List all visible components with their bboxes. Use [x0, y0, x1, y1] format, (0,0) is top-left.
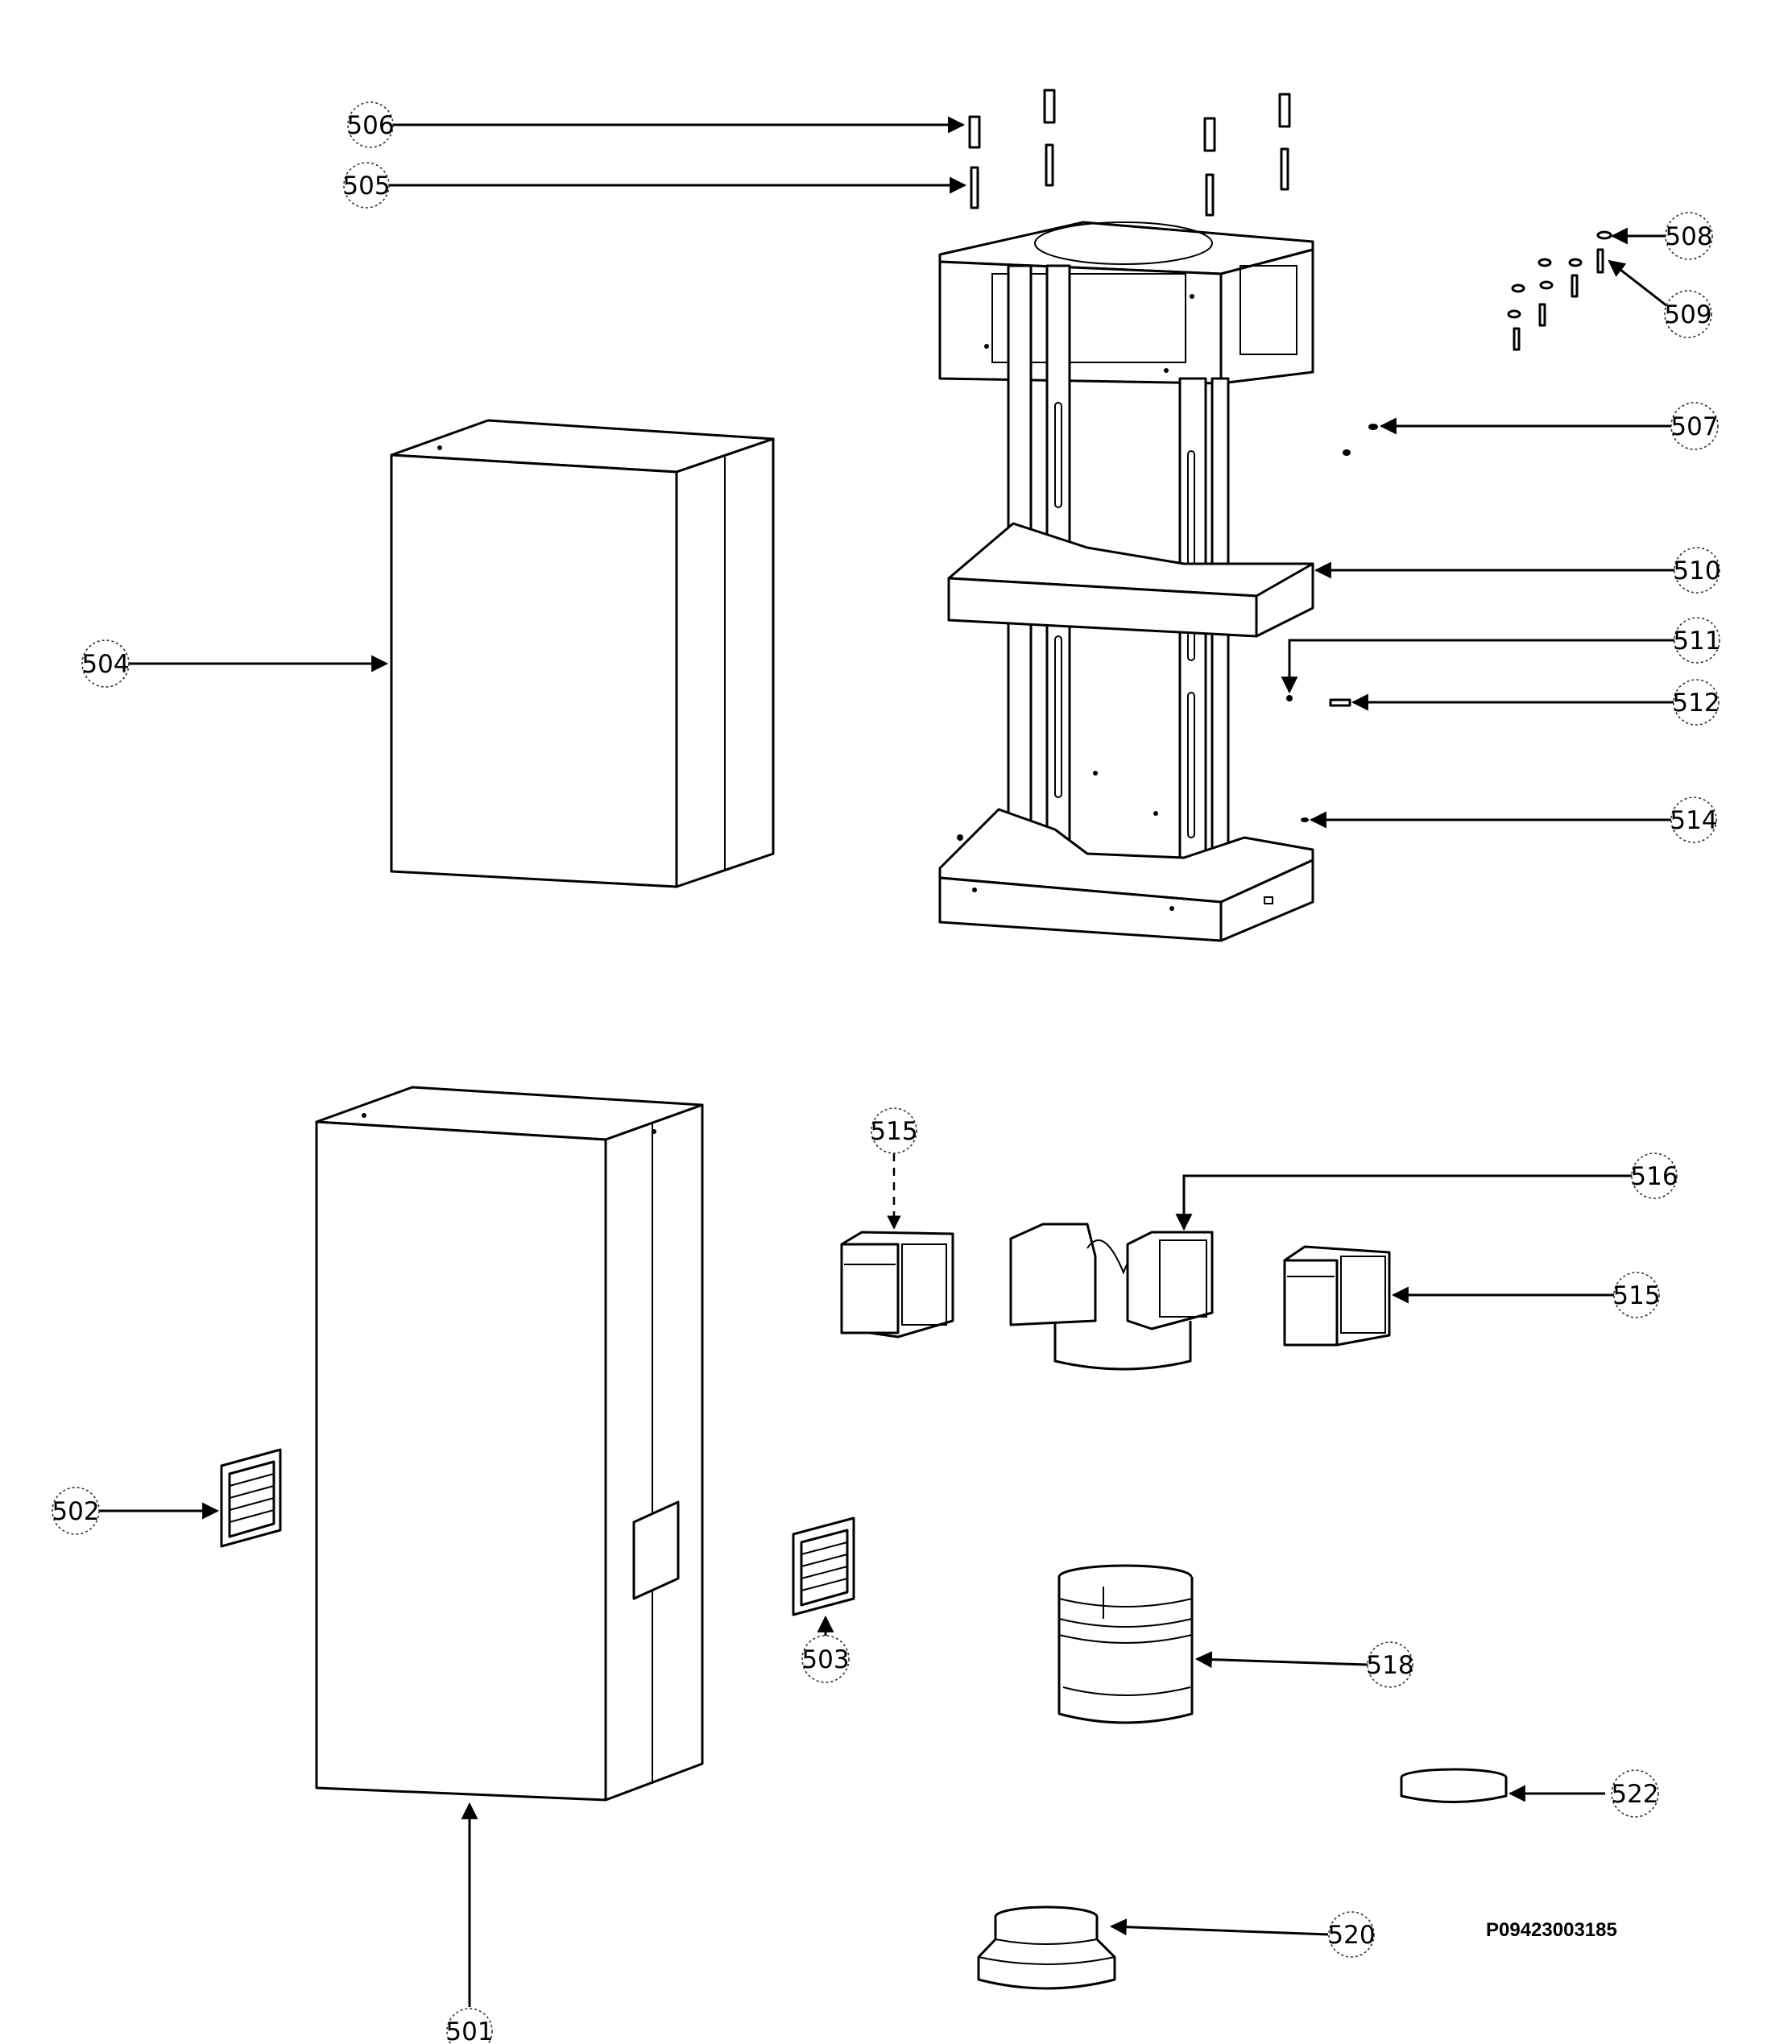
- upper-chimney-cover-504: [390, 419, 775, 888]
- leader-lines: [98, 116, 1676, 2007]
- callout-522: 522: [1611, 1769, 1659, 1818]
- callout-508: 508: [1665, 212, 1713, 260]
- callout-label-501: 501: [445, 2017, 493, 2044]
- callout-label-522: 522: [1611, 1780, 1658, 1809]
- callout-507: 507: [1670, 402, 1719, 450]
- screws-washers-508-509: [1507, 230, 1612, 351]
- callout-label-515-left: 515: [870, 1117, 917, 1146]
- document-id: P09423003185: [1486, 1919, 1617, 1941]
- callout-506: 506: [346, 101, 395, 148]
- callout-label-511: 511: [1673, 627, 1720, 656]
- loose-parts: [1286, 424, 1378, 822]
- callout-515-left: 515: [870, 1107, 918, 1154]
- callout-label-503: 503: [801, 1645, 849, 1674]
- callout-label-510: 510: [1673, 557, 1720, 585]
- round-duct-518: [1057, 1564, 1194, 1724]
- callout-label-508: 508: [1665, 222, 1712, 251]
- callout-511: 511: [1673, 617, 1721, 664]
- callout-label-514: 514: [1670, 806, 1717, 835]
- mounting-frame-510: [938, 221, 1314, 942]
- lower-chimney-cover-501: [315, 1086, 704, 1802]
- callout-504: 504: [81, 639, 130, 688]
- callout-509: 509: [1664, 290, 1712, 338]
- callout-516: 516: [1630, 1152, 1678, 1199]
- callout-label-507: 507: [1670, 412, 1718, 441]
- callout-520: 520: [1327, 1911, 1376, 1958]
- reducer-520: [977, 1905, 1116, 1990]
- callout-502: 502: [52, 1487, 100, 1535]
- callout-510: 510: [1673, 547, 1721, 594]
- wall-plugs-506: [968, 89, 1291, 152]
- callout-label-516: 516: [1630, 1162, 1678, 1191]
- callout-label-509: 509: [1664, 300, 1711, 329]
- callout-514: 514: [1670, 796, 1718, 843]
- y-adapter-516: [1009, 1223, 1214, 1371]
- callout-label-520: 520: [1327, 1921, 1375, 1950]
- callout-505: 505: [342, 162, 391, 209]
- callout-512: 512: [1672, 679, 1720, 726]
- callout-label-504: 504: [81, 650, 129, 679]
- callout-label-515-right: 515: [1612, 1281, 1660, 1310]
- callout-515-right: 515: [1612, 1272, 1661, 1318]
- square-adapter-515-left: [840, 1231, 954, 1339]
- callout-503: 503: [801, 1635, 850, 1683]
- callout-label-518: 518: [1366, 1651, 1413, 1680]
- square-adapter-515-right: [1283, 1245, 1391, 1347]
- callout-label-506: 506: [346, 111, 394, 140]
- callout-label-505: 505: [342, 172, 390, 201]
- round-cap-522: [1400, 1768, 1508, 1803]
- screws-505: [970, 143, 1289, 217]
- callout-518: 518: [1366, 1641, 1414, 1688]
- callout-label-502: 502: [52, 1497, 99, 1526]
- callout-label-512: 512: [1672, 689, 1720, 718]
- vent-grille-503: [792, 1516, 855, 1616]
- vent-grille-502: [220, 1448, 282, 1548]
- callout-501: 501: [445, 2008, 494, 2044]
